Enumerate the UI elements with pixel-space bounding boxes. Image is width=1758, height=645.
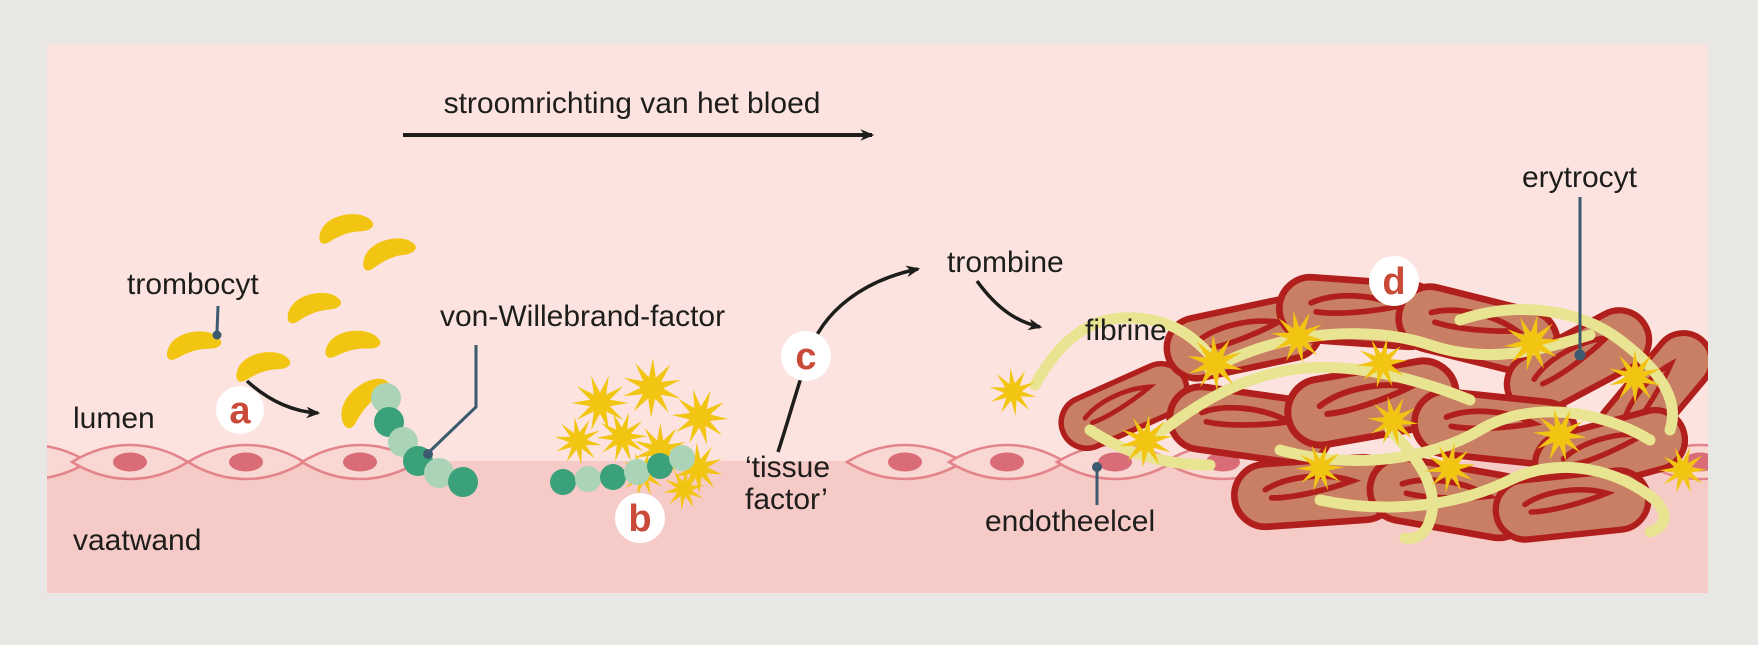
fibrin-strand — [1274, 406, 1656, 466]
lumen-label: lumen — [73, 402, 155, 435]
fibrin-strand — [1384, 424, 1439, 544]
fibrine-label: fibrine — [1085, 314, 1167, 347]
tissue-factor-label-line2: factor’ — [745, 483, 828, 516]
marker-d-letter: d — [1382, 261, 1405, 303]
leader-dot — [1092, 462, 1102, 472]
vaatwand-label: vaatwand — [73, 524, 201, 557]
site-a-adhesion — [164, 210, 478, 497]
vwf-bead — [424, 458, 454, 488]
fibrin-strand — [1314, 461, 1670, 538]
marker-b-circle — [615, 493, 665, 543]
site-d-clot — [984, 275, 1708, 544]
leader-dot — [423, 449, 433, 459]
vwf-bead — [448, 467, 478, 497]
tissue-factor-label-line1: ‘tissue — [745, 451, 830, 484]
leader-vwf — [423, 345, 478, 459]
erytrocyt-label: erytrocyt — [1522, 161, 1638, 194]
marker-d: d — [1369, 256, 1419, 306]
vwf-bead — [647, 453, 673, 479]
marker-c: c — [781, 331, 831, 381]
vwf-label: von-Willebrand-factor — [440, 300, 725, 333]
marker-d-circle — [1369, 256, 1419, 306]
leader-endotheelcel — [1092, 462, 1102, 505]
leader-line — [426, 345, 478, 455]
marker-c-letter: c — [795, 336, 816, 378]
flow-direction-label: stroomrichting van het bloed — [444, 87, 821, 120]
site-b-platelet-plug — [550, 350, 740, 517]
vwf-bead — [624, 459, 650, 485]
vwf-bead — [600, 464, 626, 490]
trombine-to-fibrine-arrow — [975, 279, 1043, 331]
vwf-bead — [669, 445, 695, 471]
marker-a: a — [216, 386, 264, 434]
leader-dot — [1574, 349, 1586, 361]
trombine-label: trombine — [947, 246, 1064, 279]
leader-trombocyt — [212, 305, 222, 340]
leader-line — [215, 305, 220, 333]
trombocyt-label: trombocyt — [127, 268, 259, 301]
leader-erytrocyt — [1574, 197, 1586, 361]
leader-dot — [212, 330, 222, 340]
vwf-bead — [371, 383, 401, 413]
marker-b-letter: b — [628, 498, 651, 540]
vwf-bead — [575, 466, 601, 492]
vwf-bead — [550, 469, 576, 495]
fibrin-strand — [1454, 304, 1679, 436]
fibrin-strand — [1144, 361, 1476, 446]
fibrin-strand — [1029, 312, 1221, 391]
marker-a-letter: a — [229, 390, 251, 432]
marker-c-circle — [781, 331, 831, 381]
marker-a-circle — [216, 386, 264, 434]
marker-b: b — [615, 493, 665, 543]
platelet-adhesion-arrow — [245, 379, 321, 419]
endotheelcel-label: endotheelcel — [985, 505, 1155, 538]
